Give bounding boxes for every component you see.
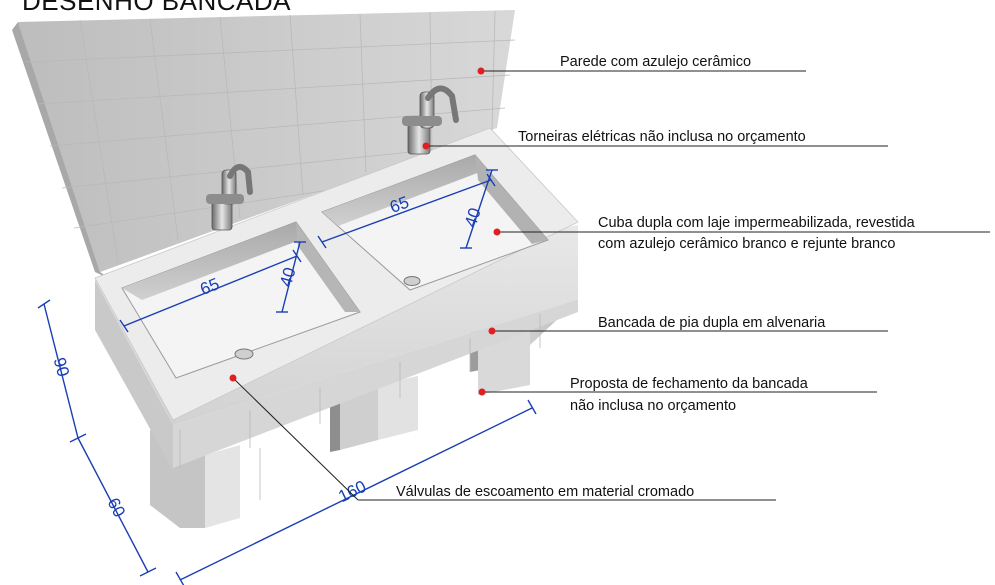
marker-dot bbox=[488, 327, 496, 335]
dimension-label: 90 bbox=[50, 355, 73, 378]
leader-closing: Proposta de fechamento da bancada não in… bbox=[478, 376, 877, 414]
marker-dot bbox=[477, 67, 485, 75]
annotation-valves: Válvulas de escoamento em material croma… bbox=[396, 484, 694, 500]
annotation-closing-line2: não inclusa no orçamento bbox=[570, 398, 736, 414]
leader-wall: Parede com azulejo cerâmico bbox=[477, 54, 806, 75]
dimension-label: 60 bbox=[103, 495, 129, 521]
dimension-basin-left-depth: 40 bbox=[276, 241, 306, 313]
marker-dot bbox=[478, 388, 486, 396]
annotation-sink-line2: com azulejo cerâmico branco e rejunte br… bbox=[598, 236, 895, 252]
faucet-left bbox=[206, 163, 253, 231]
dimension-label: 40 bbox=[461, 205, 485, 229]
tiled-wall bbox=[12, 10, 516, 280]
marker-dot bbox=[493, 228, 501, 236]
dimension-label: 160 bbox=[335, 477, 369, 507]
dimension-basin-right-depth: 40 bbox=[460, 169, 498, 249]
leader-counter: Bancada de pia dupla em alvenaria bbox=[488, 315, 888, 335]
annotation-sink-line1: Cuba dupla com laje impermeabilizada, re… bbox=[598, 215, 916, 231]
leader-valves: Válvulas de escoamento em material croma… bbox=[229, 374, 776, 501]
annotation-faucets: Torneiras elétricas não inclusa no orçam… bbox=[518, 129, 806, 145]
marker-dot bbox=[229, 374, 237, 382]
dimension-basin-right-width: 65 bbox=[317, 173, 496, 249]
drawing-title: DESENHO BANCADA bbox=[22, 0, 291, 16]
dimension-label: 40 bbox=[276, 265, 299, 288]
annotation-counter: Bancada de pia dupla em alvenaria bbox=[598, 315, 826, 331]
annotation-wall: Parede com azulejo cerâmico bbox=[560, 54, 751, 70]
annotation-closing-line1: Proposta de fechamento da bancada bbox=[570, 376, 809, 392]
marker-dot bbox=[422, 142, 430, 150]
leader-faucets: Torneiras elétricas não inclusa no orçam… bbox=[422, 129, 888, 150]
leader-sink: Cuba dupla com laje impermeabilizada, re… bbox=[493, 215, 990, 252]
